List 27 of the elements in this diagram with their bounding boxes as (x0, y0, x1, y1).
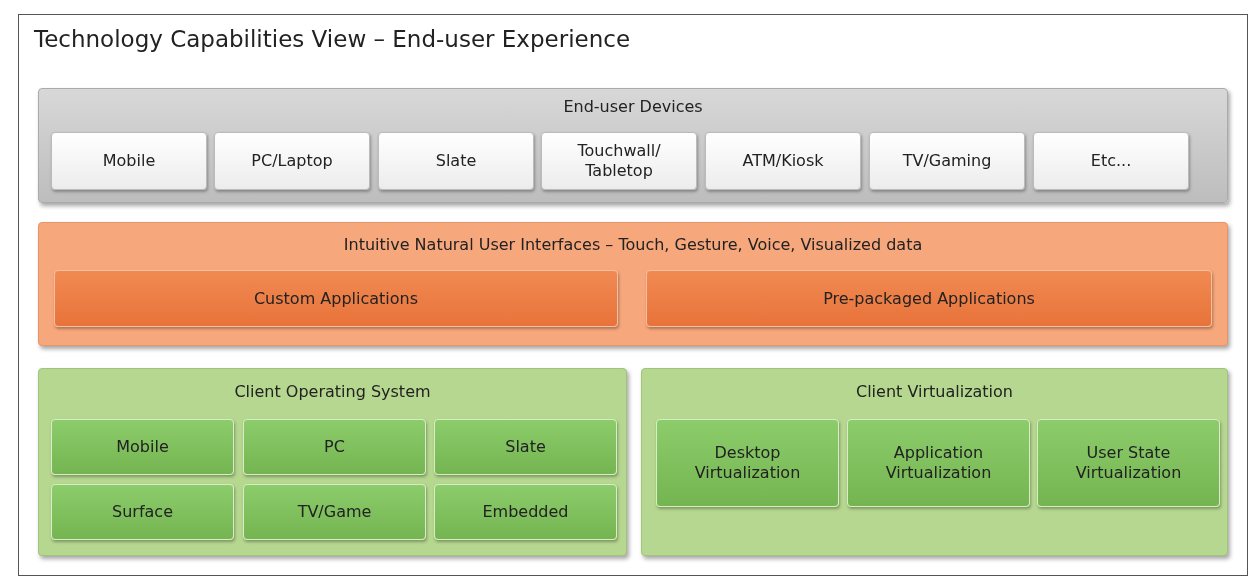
device-layer-band (38, 88, 1228, 203)
virtualization-box: Application Virtualization (847, 419, 1030, 507)
os-box: Mobile (51, 419, 234, 475)
application-box: Custom Applications (54, 270, 618, 327)
os-box: PC (243, 419, 426, 475)
device-box: PC/Laptop (214, 132, 370, 190)
device-box: Etc... (1033, 132, 1189, 190)
diagram-title: Technology Capabilities View – End-user Experience (34, 26, 631, 52)
os-box: TV/Game (243, 484, 426, 540)
virtualization-layer-band (641, 368, 1228, 556)
device-box: TV/Gaming (869, 132, 1025, 190)
device-box: Mobile (51, 132, 207, 190)
layer-heading: Client Operating System (233, 382, 432, 401)
virtualization-box: Desktop Virtualization (656, 419, 839, 507)
virtualization-box: User State Virtualization (1037, 419, 1220, 507)
layer-heading: Intuitive Natural User Interfaces – Touch, Gesture, Voice, Visualized data (342, 235, 924, 254)
application-box: Pre-packaged Applications (646, 270, 1212, 327)
layer-heading: Client Virtualization (855, 382, 1014, 401)
os-layer-band (38, 368, 627, 556)
os-box: Slate (434, 419, 617, 475)
layer-heading: End-user Devices (562, 97, 704, 116)
os-box: Surface (51, 484, 234, 540)
os-box: Embedded (434, 484, 617, 540)
device-box: Slate (378, 132, 534, 190)
interface-layer-band (38, 222, 1228, 346)
device-box: Touchwall/ Tabletop (541, 132, 697, 190)
device-box: ATM/Kiosk (705, 132, 861, 190)
